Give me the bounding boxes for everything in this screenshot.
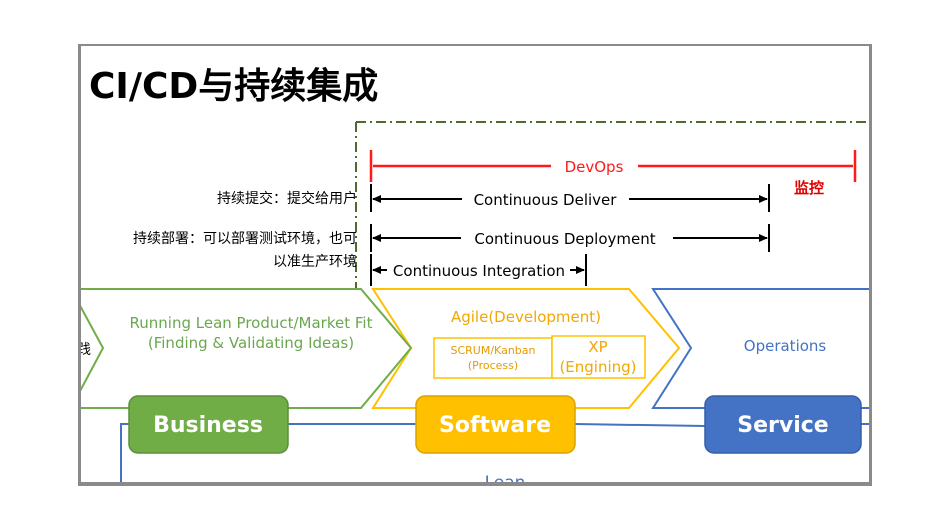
- deploy-caption-line1: 持续部署：可以部署测试环境，也可: [133, 230, 357, 247]
- operations-label: Operations: [744, 337, 827, 355]
- software-service-link: [574, 423, 706, 427]
- scrum-line2: (Process): [468, 359, 518, 372]
- service-box-label: Service: [737, 413, 828, 438]
- cdeploy-label: Continuous Deployment: [474, 230, 655, 248]
- devops-boundary: [355, 121, 869, 288]
- delivery-caption: 持续提交：提交给用户: [217, 190, 357, 207]
- page-title: CI/CD与持续集成: [89, 66, 378, 107]
- ci-label: Continuous Integration: [393, 262, 565, 280]
- monitor-label: 监控: [794, 179, 824, 197]
- bottom-lean-fragment: Lean: [485, 473, 526, 482]
- slide-frame: CI/CD与持续集成 DevOps 监控 Continuous Deliver …: [78, 44, 872, 486]
- deploy-caption-line2: 以准生产环境: [273, 254, 357, 270]
- business-box-label: Business: [153, 413, 263, 438]
- lean-line2: (Finding & Validating Ideas): [148, 334, 354, 352]
- cdeliver-label: Continuous Deliver: [474, 191, 618, 209]
- lean-line1: Running Lean Product/Market Fit: [130, 314, 373, 332]
- devops-label: DevOps: [565, 158, 624, 176]
- agile-label: Agile(Development): [451, 308, 601, 326]
- service-box: [704, 395, 862, 454]
- software-box: [415, 395, 576, 454]
- xp-line2: (Engining): [559, 358, 636, 376]
- xp-box: [551, 335, 646, 379]
- lean-chevron: [81, 288, 413, 409]
- business-box: [128, 395, 289, 454]
- scrum-line1: SCRUM/Kanban: [451, 344, 536, 357]
- software-box-label: Software: [439, 413, 551, 438]
- practice-fragment: 践: [81, 342, 91, 358]
- xp-line1: XP: [588, 338, 607, 356]
- cicd-diagram: CI/CD与持续集成 DevOps 监控 Continuous Deliver …: [81, 66, 869, 482]
- left-loop-link: [120, 423, 129, 482]
